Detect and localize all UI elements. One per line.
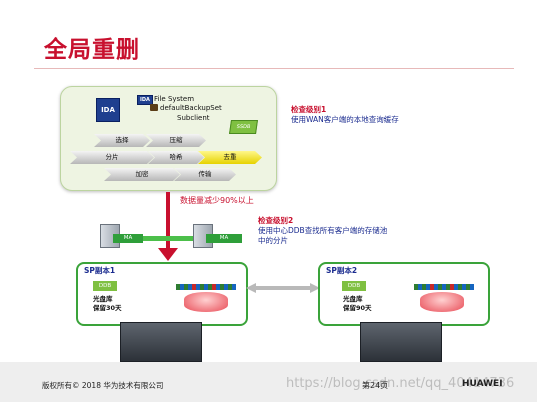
chunk-block: [462, 284, 466, 290]
chunk-block: [176, 284, 180, 290]
page-number: 第24页: [362, 381, 389, 390]
ssdb-icon: SSDB: [229, 120, 258, 134]
step-chunk: 分片: [70, 151, 154, 164]
sp-copy-2-desc: 光盘库 保留90天: [343, 295, 372, 313]
sp-copy-1-retention: 保留30天: [93, 304, 122, 312]
check-level-1-desc: 使用WAN客户端的本地查询缓存: [291, 115, 399, 124]
storage-server-1-icon: [120, 322, 202, 362]
step-dedup: 去重: [198, 151, 262, 164]
sp-copy-1-storage-pool-icon: [184, 292, 228, 312]
sp-copy-1-library: 光盘库: [93, 295, 113, 303]
chunk-block: [426, 284, 430, 290]
step-encrypt: 加密: [104, 168, 180, 181]
chunk-block: [192, 284, 196, 290]
check-level-2-desc-1: 使用中心DDB查找所有客户端的存储池: [258, 226, 388, 235]
step-compress: 压缩: [146, 134, 206, 147]
chunk-block: [466, 284, 470, 290]
chunk-block: [470, 284, 474, 290]
chunk-block: [208, 284, 212, 290]
sp-copy-1-title: SP副本1: [84, 266, 116, 275]
title-divider: [34, 68, 514, 69]
chunk-block: [188, 284, 192, 290]
huawei-logo: HUAWEI: [462, 379, 503, 389]
down-arrow-icon: [158, 248, 178, 261]
step-transfer: 传输: [174, 168, 236, 181]
chunk-block: [418, 284, 422, 290]
chunk-block: [446, 284, 450, 290]
sp-copy-2-chunk-strip: [414, 284, 474, 290]
sp-copy-1-ddb-icon: DDB: [93, 281, 117, 291]
ma-label-right: MA: [206, 234, 242, 243]
backupset-icon: [150, 104, 158, 111]
sp-copy-2-title: SP副本2: [326, 266, 358, 275]
chunk-block: [458, 284, 462, 290]
subclient-label: Subclient: [177, 114, 210, 122]
chunk-block: [434, 284, 438, 290]
page-title: 全局重删: [44, 37, 140, 63]
step-select: 选择: [94, 134, 150, 147]
sp-copy-2-ddb-icon: DDB: [342, 281, 366, 291]
check-level-1-note: 检查级别1 使用WAN客户端的本地查询缓存: [291, 105, 399, 125]
chunk-block: [228, 284, 232, 290]
watermark-text: https://blog.csdn.net/qq_40414736: [286, 376, 515, 391]
chunk-block: [414, 284, 418, 290]
sp-copy-1-desc: 光盘库 保留30天: [93, 295, 122, 313]
ma-link: [143, 236, 203, 241]
footer-bar: [0, 362, 537, 402]
replication-arrow-icon: [246, 283, 320, 293]
chunk-block: [232, 284, 236, 290]
chunk-block: [200, 284, 204, 290]
chunk-block: [438, 284, 442, 290]
chunk-block: [220, 284, 224, 290]
chunk-block: [430, 284, 434, 290]
down-arrow-shaft: [166, 192, 170, 250]
ma-label-left: MA: [113, 234, 143, 243]
check-level-1-title: 检查级别1: [291, 105, 327, 114]
storage-server-2-icon: [360, 322, 442, 362]
chunk-block: [196, 284, 200, 290]
chunk-block: [212, 284, 216, 290]
ida-small-icon: IDA: [137, 95, 153, 105]
sp-copy-2-storage-pool-icon: [420, 292, 464, 312]
chunk-block: [450, 284, 454, 290]
chunk-block: [422, 284, 426, 290]
chunk-block: [184, 284, 188, 290]
check-level-2-desc-2: 中的分片: [258, 236, 288, 245]
backupset-label: defaultBackupSet: [160, 104, 222, 112]
sp-copy-2-retention: 保留90天: [343, 304, 372, 312]
chunk-block: [204, 284, 208, 290]
check-level-2-note: 检查级别2 使用中心DDB查找所有客户端的存储池 中的分片: [258, 216, 387, 246]
copyright-text: 版权所有© 2018 华为技术有限公司: [42, 381, 164, 390]
reduction-text: 数据量减少90%以上: [180, 196, 254, 205]
chunk-block: [454, 284, 458, 290]
check-level-2-title: 检查级别2: [258, 216, 294, 225]
chunk-block: [224, 284, 228, 290]
chunk-block: [180, 284, 184, 290]
chunk-block: [216, 284, 220, 290]
file-system-label: File System: [154, 95, 195, 103]
sp-copy-2-library: 光盘库: [343, 295, 363, 303]
chunk-block: [442, 284, 446, 290]
step-hash: 哈希: [148, 151, 204, 164]
sp-copy-1-chunk-strip: [176, 284, 236, 290]
ida-large-icon: IDA: [96, 98, 120, 122]
